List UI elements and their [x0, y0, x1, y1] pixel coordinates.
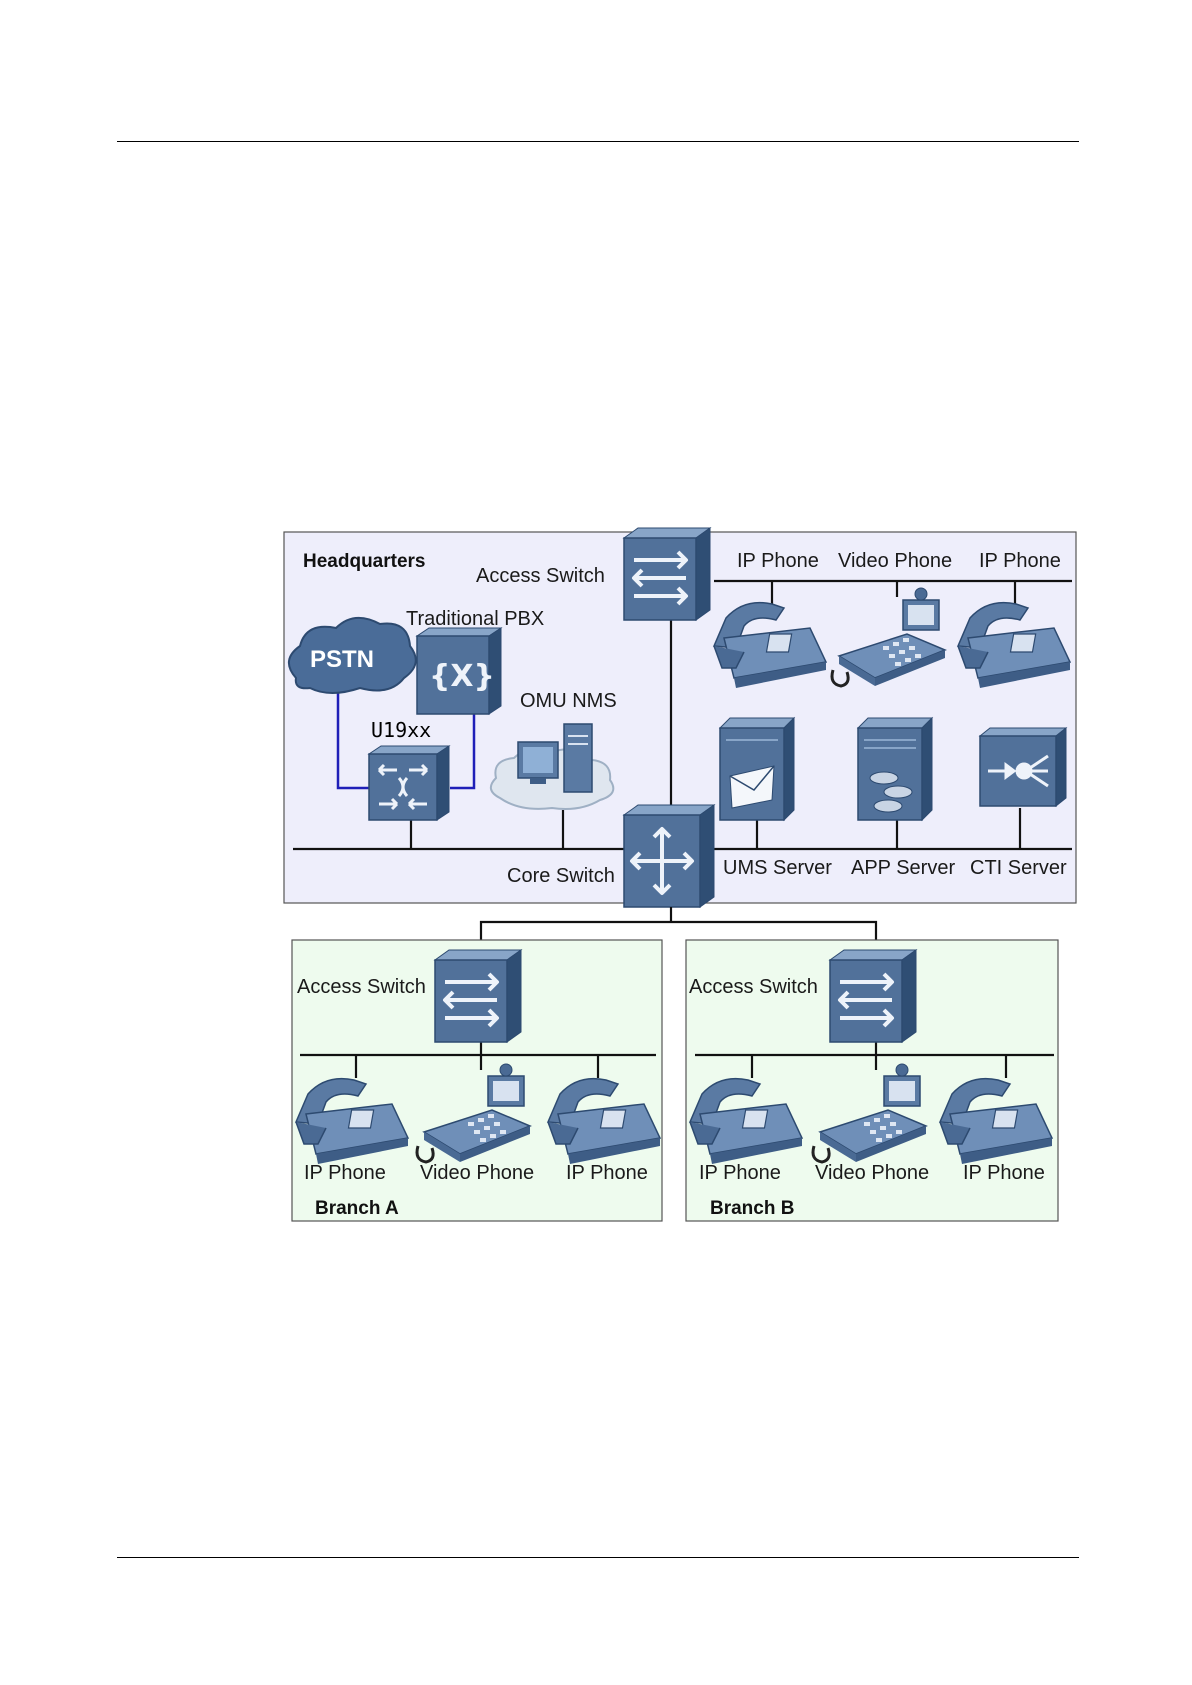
branch-b-title: Branch B: [710, 1198, 794, 1219]
branch-b-ip-phone-2-label: IP Phone: [963, 1162, 1045, 1184]
core-switch-label: Core Switch: [507, 865, 615, 887]
branch-b-access-switch-label: Access Switch: [689, 976, 818, 998]
u19xx-label: U19xx: [371, 718, 431, 742]
branch-b-video-phone-label: Video Phone: [815, 1162, 929, 1184]
cti-server-icon: [980, 728, 1066, 806]
svg-text:{X}: {X}: [429, 659, 495, 694]
core-switch-icon: [624, 805, 714, 907]
branch-b-ip-phone-1-label: IP Phone: [699, 1162, 781, 1184]
hq-ip-phone-1-label: IP Phone: [737, 550, 819, 572]
traditional-pbx-label: Traditional PBX: [406, 608, 544, 630]
app-server-icon: [858, 718, 932, 820]
ums-server-icon: [720, 718, 794, 820]
branch-a-title: Branch A: [315, 1198, 399, 1219]
omu-nms-label: OMU NMS: [520, 690, 617, 712]
ums-server-label: UMS Server: [723, 857, 832, 879]
headquarters-title: Headquarters: [303, 551, 426, 572]
traditional-pbx-icon: {X}: [417, 628, 501, 714]
pstn-label: PSTN: [310, 646, 374, 673]
hq-ip-phone-2-label: IP Phone: [979, 550, 1061, 572]
branch-a-ip-phone-2-label: IP Phone: [566, 1162, 648, 1184]
branch-b-access-switch-icon: [830, 950, 916, 1042]
branch-a-ip-phone-1-label: IP Phone: [304, 1162, 386, 1184]
hq-video-phone-label: Video Phone: [838, 550, 952, 572]
app-server-label: APP Server: [851, 857, 955, 879]
branch-a-access-switch-label: Access Switch: [297, 976, 426, 998]
cti-server-label: CTI Server: [970, 857, 1067, 879]
hq-access-switch-icon: [624, 528, 710, 620]
hq-access-switch-label: Access Switch: [476, 565, 605, 587]
branch-a-video-phone-label: Video Phone: [420, 1162, 534, 1184]
u19xx-icon: [369, 746, 449, 820]
branch-a-access-switch-icon: [435, 950, 521, 1042]
